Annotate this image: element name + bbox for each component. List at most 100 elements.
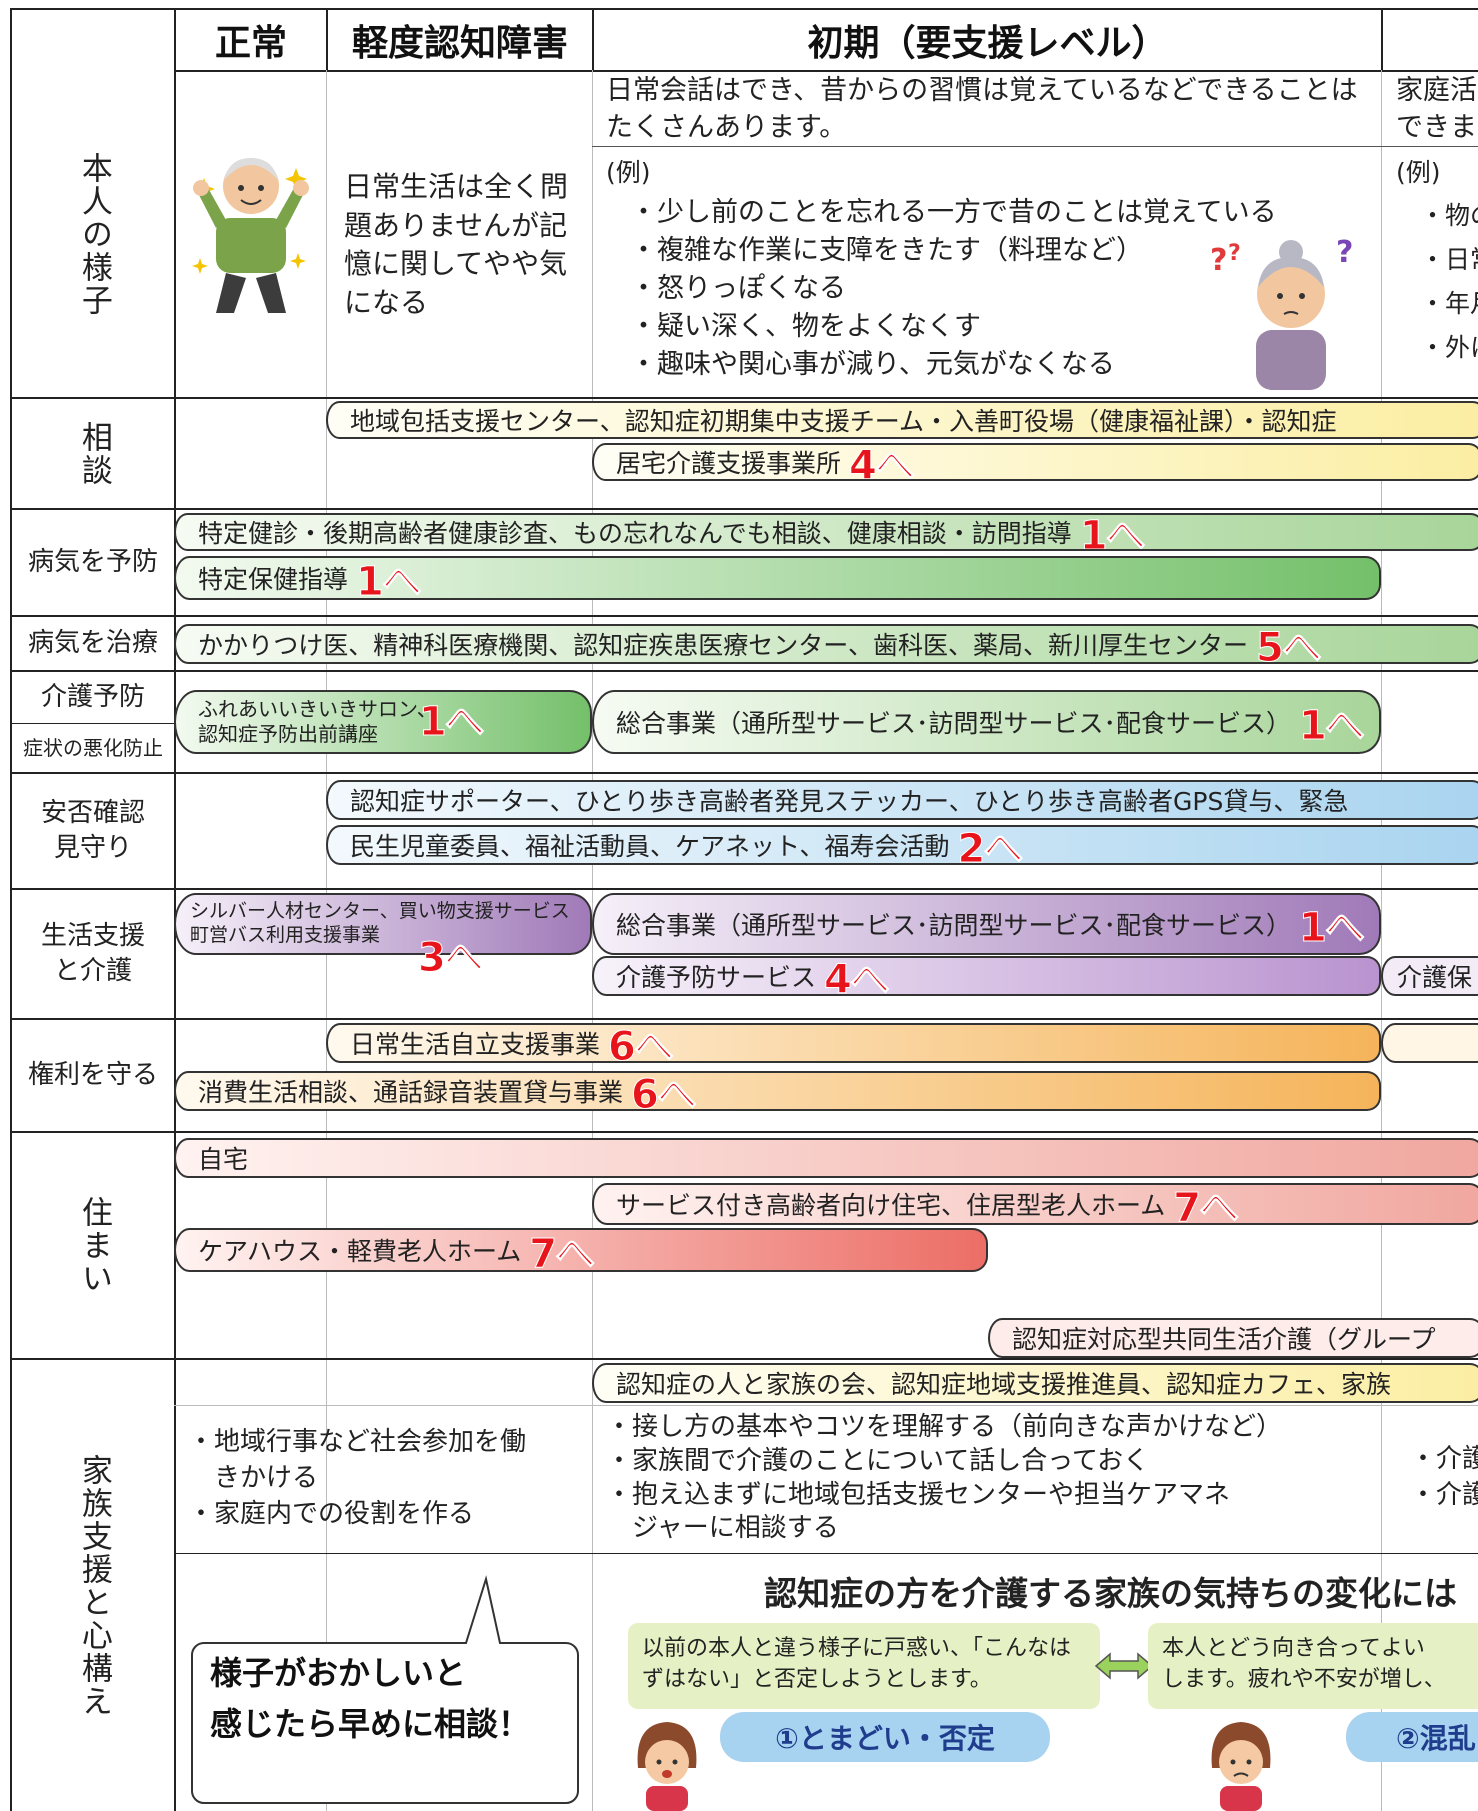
stage1-label: ①とまどい・否定	[720, 1712, 1050, 1762]
bar-label: 総合事業（通所型サービス･訪問型サービス･配食サービス）	[616, 911, 1292, 940]
bar-label: 認知症対応型共同生活介護（グループ	[1012, 1325, 1436, 1354]
page-ref-5[interactable]: 5へ	[1256, 625, 1323, 664]
next-example-item: ・外に	[1420, 333, 1478, 362]
bar-label: 特定健診・後期高齢者健康診査、もの忘れなんでも相談、健康相談・訪問指導	[198, 519, 1072, 548]
bar-label: サービス付き高齢者向け住宅、住居型老人ホーム	[616, 1191, 1166, 1220]
early-summary: 日常会話はでき、昔からの習慣は覚えているなどできることはたくさんあります。	[606, 75, 1358, 144]
bar-label: 民生児童委員、福祉活動員、ケアネット、福寿会活動	[350, 832, 950, 861]
bar-label: 総合事業（通所型サービス･訪問型サービス･配食サービス）	[616, 709, 1292, 738]
header-normal: 正常	[214, 23, 287, 64]
care-insurance-service-bar[interactable]: 介護保	[1381, 956, 1478, 996]
page-ref-1[interactable]: 1へ	[1299, 905, 1366, 952]
bar-label: 消費生活相談、通話録音装置貸与事業	[198, 1078, 624, 1107]
consult-support-centers-bar[interactable]: 地域包括支援センター、認知症初期集中支援チーム・入善町役場（健康福祉課）・認知症	[326, 401, 1478, 439]
early-example-item: ・複雑な作業に支障をきたす（料理など）	[630, 235, 1143, 266]
page-ref-1[interactable]: 1へ	[356, 559, 423, 600]
bar-label: 居宅介護支援事業所	[616, 449, 842, 478]
row-label-prevent: 病気を予防	[27, 546, 158, 577]
early-example-label: (例)	[606, 158, 651, 187]
next-example-item: ・物の	[1420, 201, 1478, 230]
early-example-item: ・疑い深く、物をよくなくす	[630, 311, 981, 342]
next-examples-list: ・物の ・日常 ・年月 ・外に	[1420, 194, 1478, 370]
group-home-bar[interactable]: 認知症対応型共同生活介護（グループ	[988, 1318, 1478, 1358]
row-label-watch1: 安否確認	[40, 797, 145, 828]
elderly-man-illustration	[192, 158, 309, 313]
family-early-advice: ・接し方の基本やコツを理解する（前向きな声かけなど） ・家族間で介護のことについ…	[606, 1412, 1283, 1544]
care-prevention-service-bar[interactable]: 介護予防サービス 4へ	[592, 956, 1381, 996]
page-ref-7[interactable]: 7へ	[1173, 1185, 1240, 1225]
stage1-description: 以前の本人と違う様子に戸惑い、「こんなはずはない」と否定しようとします。	[628, 1623, 1100, 1709]
bar-label: 地域包括支援センター、認知症初期集中支援チーム・入善町役場（健康福祉課）・認知症	[350, 407, 1337, 436]
silver-center-bus-support-bar[interactable]: シルバー人材センター、買い物支援サービス 町営バス利用支援事業	[174, 893, 592, 955]
page-ref-6[interactable]: 6へ	[608, 1024, 675, 1063]
stage2-label: ②混乱	[1346, 1712, 1478, 1762]
svg-text:?: ?	[1228, 241, 1241, 266]
row-label-consult: 相談	[75, 420, 112, 487]
row-label-watch2: 見守り	[53, 833, 132, 863]
row-label-life1: 生活支援	[40, 920, 145, 951]
specific-health-guidance-bar[interactable]: 特定保健指導 1へ	[174, 556, 1381, 600]
page-ref-1[interactable]: 1へ	[418, 699, 485, 746]
bar-label: 自宅	[198, 1145, 249, 1174]
row-label-life2: と介護	[53, 956, 132, 986]
confused-elderly-woman-illustration: ? ? ?	[1210, 235, 1353, 390]
bar-label: シルバー人材センター、買い物支援サービス 町営バス利用支援事業	[190, 900, 570, 946]
page-ref-1[interactable]: 1へ	[1299, 703, 1366, 750]
bar-label: 認知症サポーター、ひとり歩き高齢者発見ステッカー、ひとり歩き高齢者GPS貸与、緊…	[350, 787, 1349, 816]
sad-woman-icon	[1211, 1722, 1271, 1811]
bar-label: 特定保健指導	[198, 565, 349, 594]
consumer-consultation-bar[interactable]: 消費生活相談、通話録音装置貸与事業 6へ	[174, 1071, 1381, 1111]
svg-text:?: ?	[1336, 235, 1353, 270]
bar-label: かかりつけ医、精神科医療機関、認知症疾患医療センター、歯科医、薬局、新川厚生セン…	[198, 631, 1249, 660]
daily-life-independence-bar[interactable]: 日常生活自立支援事業 6へ	[326, 1023, 1381, 1063]
row-label-person: 本人の様子	[75, 152, 112, 317]
row-label-rights: 権利を守る	[27, 1059, 158, 1090]
health-checkup-bar[interactable]: 特定健診・後期高齢者健康診査、もの忘れなんでも相談、健康相談・訪問指導 1へ	[174, 513, 1478, 551]
care-house-bar[interactable]: ケアハウス・軽費老人ホーム 7へ	[174, 1228, 988, 1272]
header-mci: 軽度認知障害	[351, 23, 568, 64]
svg-text:?: ?	[1210, 243, 1227, 278]
medical-institutions-bar[interactable]: かかりつけ医、精神科医療機関、認知症疾患医療センター、歯科医、薬局、新川厚生セン…	[174, 624, 1478, 664]
troubled-woman-icon	[637, 1722, 697, 1811]
next-example-item: ・日常	[1420, 245, 1478, 274]
rights-continuation-bar[interactable]	[1381, 1023, 1478, 1063]
page-ref-4[interactable]: 4へ	[824, 957, 891, 996]
comprehensive-services-bar[interactable]: 総合事業（通所型サービス･訪問型サービス･配食サービス） 1へ	[592, 690, 1381, 754]
bar-label: 介護予防サービス	[616, 963, 817, 992]
next-summary: 家庭活 できま	[1396, 75, 1477, 144]
stage2-description: 本人とどう向き合ってよい します。疲れや不安が増し、	[1148, 1623, 1478, 1709]
bidirectional-arrow-icon	[1094, 1652, 1154, 1680]
family-association-bar[interactable]: 認知症の人と家族の会、認知症地域支援推進員、認知症カフェ、家族	[592, 1363, 1478, 1403]
page-ref-4[interactable]: 4へ	[849, 443, 916, 481]
salon-prevention-lecture-bar[interactable]: ふれあいいきいきサロン、 認知症予防出前講座 1へ	[174, 690, 592, 754]
family-feelings-title: 認知症の方を介護する家族の気持ちの変化には	[764, 1574, 1457, 1613]
callout-speech-bubble	[191, 1575, 579, 1804]
bar-label: 認知症の人と家族の会、認知症地域支援推進員、認知症カフェ、家族	[616, 1370, 1392, 1399]
row-label-symptom: 症状の悪化防止	[23, 735, 163, 760]
next-example-label: (例)	[1396, 158, 1441, 187]
family-normal-advice: ・地域行事など社会参加を働 きかける ・家庭内での役割を作る	[188, 1427, 527, 1529]
early-example-item: ・趣味や関心事が減り、元気がなくなる	[630, 349, 1115, 380]
early-consult-callout: 様子がおかしいと 感じたら早めに相談！	[210, 1654, 531, 1744]
page-ref-7[interactable]: 7へ	[529, 1231, 596, 1272]
early-example-item: ・怒りっぽくなる	[630, 273, 846, 304]
header-early: 初期（要支援レベル）	[807, 23, 1168, 64]
page-ref-1[interactable]: 1へ	[1079, 513, 1146, 551]
page-ref-2[interactable]: 2へ	[957, 826, 1024, 865]
row-label-family: 家族支援と心構え	[75, 1453, 112, 1718]
comprehensive-services-life-bar[interactable]: 総合事業（通所型サービス･訪問型サービス･配食サービス） 1へ	[592, 893, 1381, 955]
early-example-item: ・少し前のことを忘れる一方で昔のことは覚えている	[630, 197, 1277, 228]
bar-label: ケアハウス・軽費老人ホーム	[198, 1237, 522, 1266]
page-ref-6[interactable]: 6へ	[631, 1072, 698, 1111]
early-examples-list: ・少し前のことを忘れる一方で昔のことは覚えている ・複雑な作業に支障をきたす（料…	[630, 194, 1350, 384]
bar-label: 日常生活自立支援事業	[350, 1030, 601, 1059]
bar-label: 介護保	[1397, 963, 1473, 992]
dementia-supporter-bar[interactable]: 認知症サポーター、ひとり歩き高齢者発見ステッカー、ひとり歩き高齢者GPS貸与、緊…	[326, 780, 1478, 820]
home-care-support-office-bar[interactable]: 居宅介護支援事業所 4へ	[592, 443, 1478, 481]
page-ref-3[interactable]: 3へ	[418, 935, 485, 982]
row-label-treat: 病気を治療	[27, 627, 158, 658]
own-home-bar[interactable]: 自宅	[174, 1138, 1478, 1178]
serviced-housing-bar[interactable]: サービス付き高齢者向け住宅、住居型老人ホーム 7へ	[592, 1183, 1478, 1225]
row-label-care-prevent: 介護予防	[40, 681, 145, 712]
welfare-volunteers-bar[interactable]: 民生児童委員、福祉活動員、ケアネット、福寿会活動 2へ	[326, 825, 1478, 865]
